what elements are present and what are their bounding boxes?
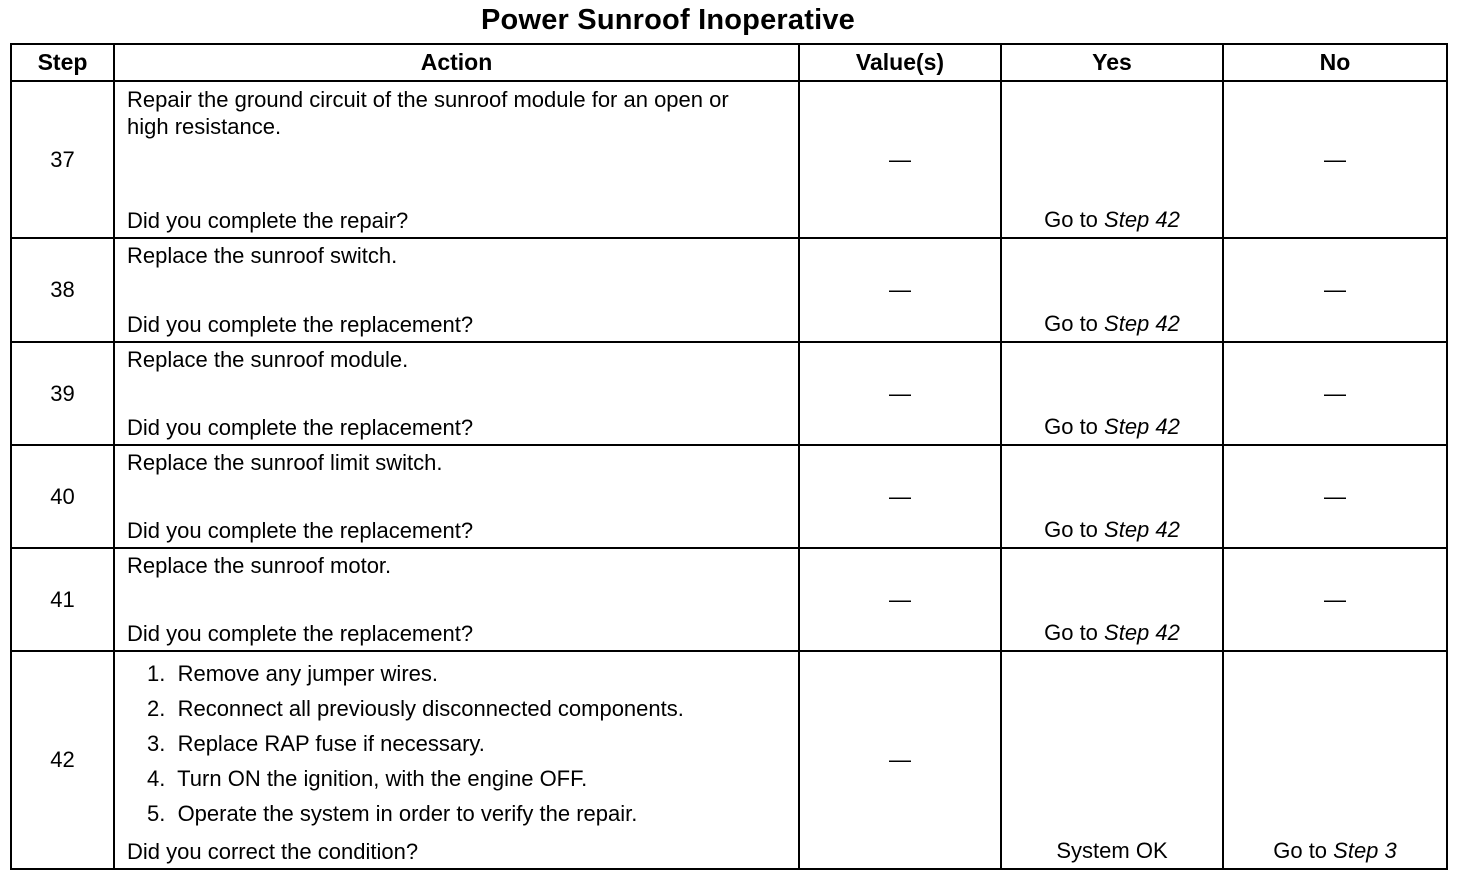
yes-prefix: Go to [1044,517,1105,542]
list-item: 1. Remove any jumper wires. [147,661,438,686]
yes-cell: Go to Step 42 [1000,80,1224,239]
header-values: Value(s) [798,43,1002,82]
action-question: Did you complete the replacement? [127,518,474,543]
table-row: 40 Replace the sunroof limit switch. Did… [10,444,1448,549]
step-number: 41 [10,547,115,652]
action-cell: Replace the sunroof switch. Did you comp… [113,237,800,343]
step-number: 39 [10,341,115,446]
header-no: No [1222,43,1448,82]
value-cell: — [798,444,1002,549]
table-row: 42 1. Remove any jumper wires. 2. Reconn… [10,650,1448,870]
action-text: Repair the ground circuit of the sunroof… [127,87,729,139]
no-prefix: Go to [1273,838,1334,863]
table-row: 41 Replace the sunroof motor. Did you co… [10,547,1448,652]
action-cell: Replace the sunroof module. Did you comp… [113,341,800,446]
yes-prefix: Go to [1044,207,1105,232]
no-cell: — [1222,547,1448,652]
action-text: Replace the sunroof motor. [127,553,392,578]
action-text: Replace the sunroof limit switch. [127,450,443,475]
header-action: Action [113,43,800,82]
yes-cell: Go to Step 42 [1000,237,1224,343]
yes-step-link[interactable]: Step 42 [1104,414,1180,439]
list-item: 4. Turn ON the ignition, with the engine… [147,766,588,791]
yes-prefix: Go to [1044,620,1105,645]
yes-cell: Go to Step 42 [1000,547,1224,652]
list-item: 2. Reconnect all previously disconnected… [147,696,684,721]
yes-step-link[interactable]: Step 42 [1104,620,1180,645]
value-cell: — [798,650,1002,870]
diagnostic-table: Step Action Value(s) Yes No 37 Repair th… [10,43,1448,870]
page-title: Power Sunroof Inoperative [481,4,855,36]
yes-cell: System OK [1000,650,1224,870]
action-text: Replace the sunroof module. [127,347,409,372]
list-item: 3. Replace RAP fuse if necessary. [147,731,485,756]
no-cell: — [1222,237,1448,343]
action-question: Did you complete the replacement? [127,312,474,337]
action-question: Did you complete the repair? [127,208,409,233]
no-cell: — [1222,341,1448,446]
header-yes: Yes [1000,43,1224,82]
value-cell: — [798,547,1002,652]
step-number: 40 [10,444,115,549]
yes-step-link[interactable]: Step 42 [1104,207,1180,232]
action-text: Replace the sunroof switch. [127,243,398,268]
value-cell: — [798,237,1002,343]
value-cell: — [798,80,1002,239]
no-cell: Go to Step 3 [1222,650,1448,870]
yes-step-link[interactable]: Step 42 [1104,311,1180,336]
table-row: 38 Replace the sunroof switch. Did you c… [10,237,1448,343]
yes-step-link[interactable]: Step 42 [1104,517,1180,542]
step-number: 38 [10,237,115,343]
action-cell: Replace the sunroof limit switch. Did yo… [113,444,800,549]
value-cell: — [798,341,1002,446]
action-question: Did you complete the replacement? [127,621,474,646]
no-step-link[interactable]: Step 3 [1333,838,1397,863]
procedure-list: 1. Remove any jumper wires. 2. Reconnect… [127,656,788,831]
table-row: 39 Replace the sunroof module. Did you c… [10,341,1448,446]
yes-cell: Go to Step 42 [1000,341,1224,446]
action-question: Did you complete the replacement? [127,415,474,440]
no-cell: — [1222,444,1448,549]
action-cell: Repair the ground circuit of the sunroof… [113,80,800,239]
list-item: 5. Operate the system in order to verify… [147,801,638,826]
action-cell: Replace the sunroof motor. Did you compl… [113,547,800,652]
step-number: 37 [10,80,115,239]
header-step: Step [10,43,115,82]
yes-prefix: Go to [1044,414,1105,439]
action-cell: 1. Remove any jumper wires. 2. Reconnect… [113,650,800,870]
yes-cell: Go to Step 42 [1000,444,1224,549]
step-number: 42 [10,650,115,870]
yes-prefix: Go to [1044,311,1105,336]
action-question: Did you correct the condition? [127,839,419,864]
no-cell: — [1222,80,1448,239]
header-row: Step Action Value(s) Yes No [10,43,1448,82]
table-row: 37 Repair the ground circuit of the sunr… [10,80,1448,239]
